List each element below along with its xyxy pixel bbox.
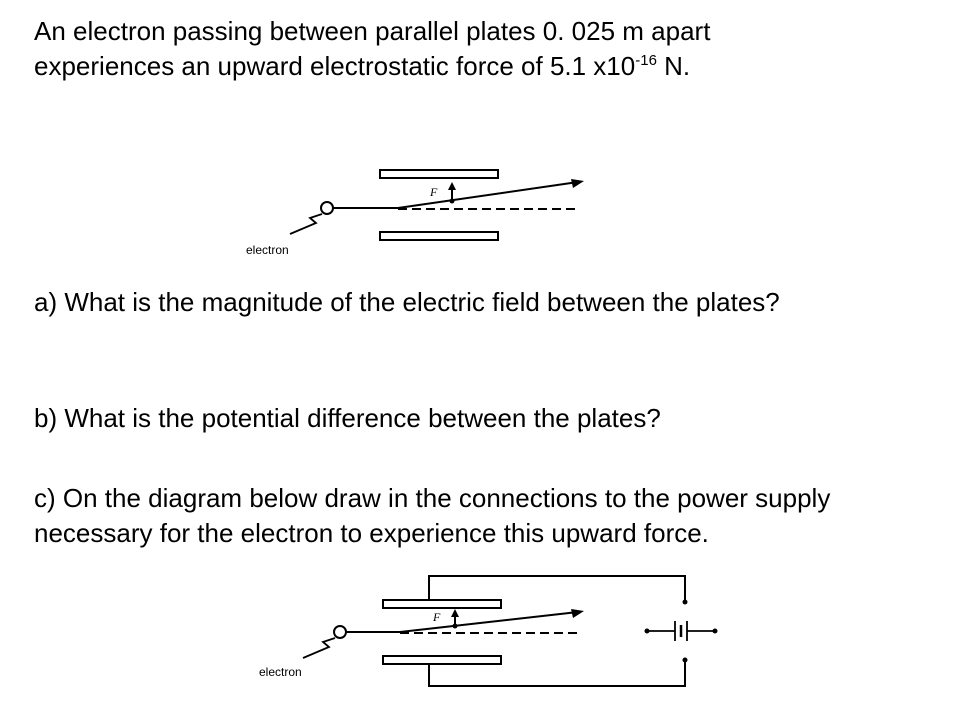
- force-arrowhead: [451, 609, 459, 617]
- statement-line-2: experiences an upward electrostatic forc…: [34, 51, 636, 81]
- electron-label: electron: [246, 243, 289, 257]
- electron-pointer: [289, 213, 323, 235]
- deflected-path: [399, 611, 579, 633]
- force-label: F: [432, 610, 441, 624]
- deflected-arrowhead: [571, 609, 584, 618]
- deflected-path: [397, 181, 579, 209]
- circuit-diagram: F electron: [259, 575, 718, 687]
- question-b: b) What is the potential difference betw…: [34, 403, 661, 433]
- bottom-terminal: [682, 657, 688, 663]
- bottom-plate: [379, 231, 499, 241]
- force-origin-dot: [452, 623, 458, 629]
- top-plate: [379, 169, 499, 179]
- force-label: F: [429, 185, 438, 199]
- electron-symbol: [333, 625, 347, 639]
- electron-label: electron: [259, 665, 302, 679]
- force-arrowhead: [448, 182, 456, 190]
- deflected-arrowhead: [571, 179, 584, 188]
- battery-symbol: [644, 621, 718, 641]
- circuit-wire-top: [428, 575, 686, 602]
- circuit-wire-bottom: [428, 660, 686, 687]
- electron-symbol: [320, 201, 334, 215]
- exponent: -16: [635, 52, 657, 69]
- parallel-plates-diagram: F electron: [246, 169, 584, 257]
- problem-statement: An electron passing between parallel pla…: [34, 14, 934, 84]
- statement-unit: N.: [656, 51, 691, 81]
- statement-line-1: An electron passing between parallel pla…: [34, 16, 711, 46]
- electron-pointer: [302, 637, 336, 659]
- force-origin-dot: [449, 198, 455, 204]
- top-terminal: [682, 599, 688, 605]
- question-c: c) On the diagram below draw in the conn…: [34, 483, 831, 548]
- bottom-plate: [382, 655, 502, 665]
- question-a: a) What is the magnitude of the electric…: [34, 287, 780, 317]
- top-plate: [382, 599, 502, 609]
